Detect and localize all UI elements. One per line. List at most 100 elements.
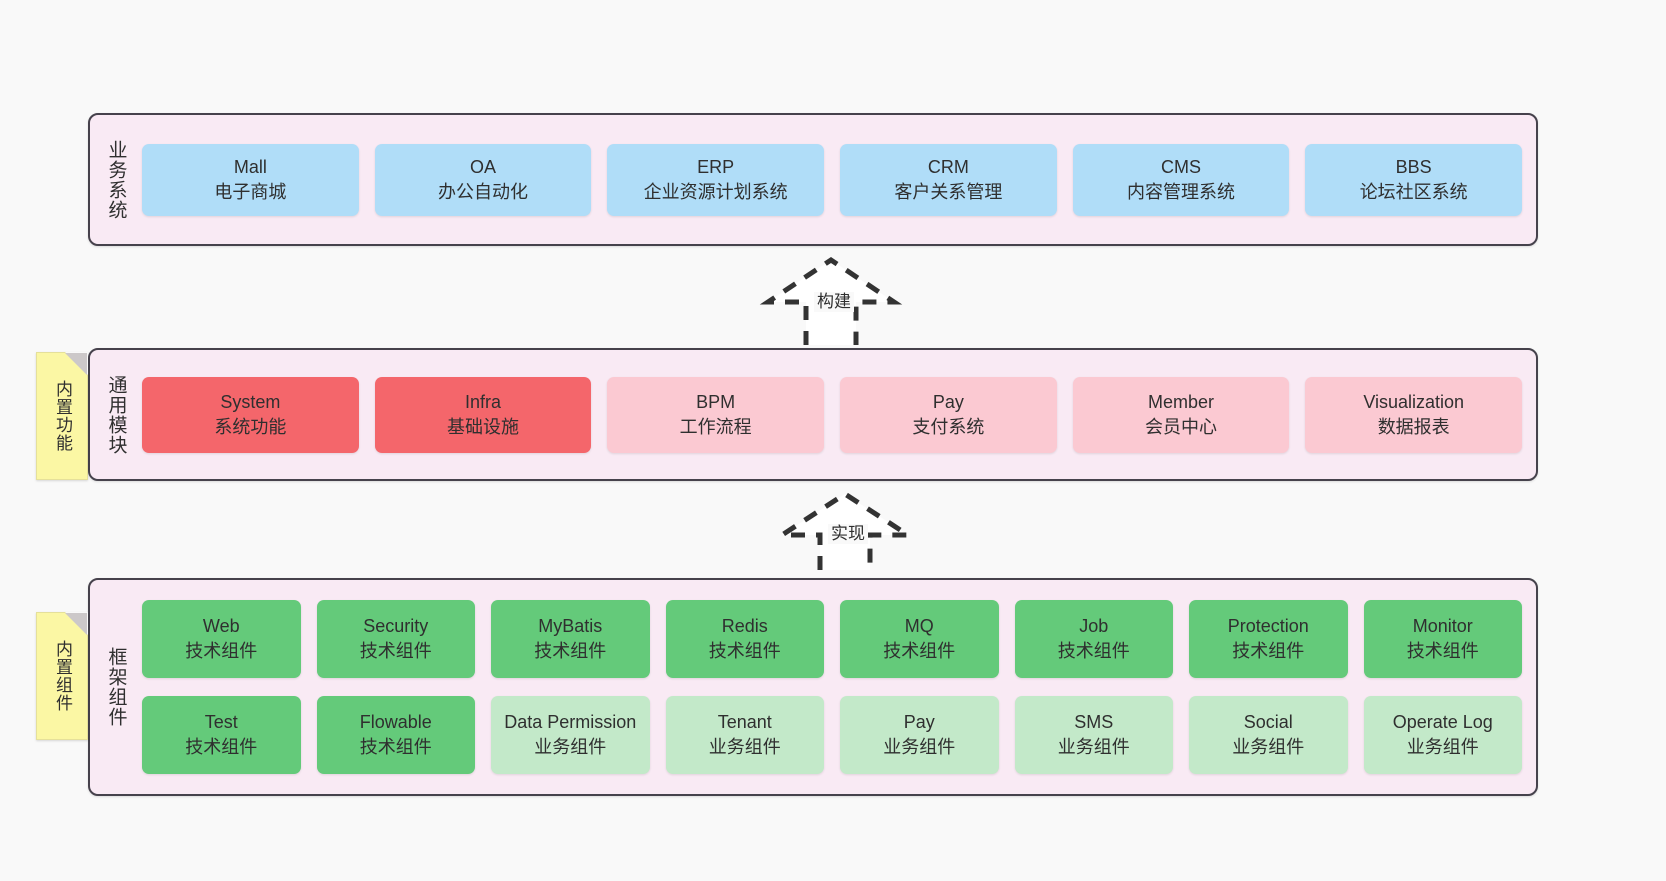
node-tenant[interactable]: Tenant 业务组件: [665, 696, 824, 774]
node-erp-en: ERP: [697, 156, 735, 177]
node-data-permission-cn: 业务组件: [534, 737, 607, 757]
node-operate-log-en: Operate Log: [1392, 712, 1493, 732]
node-oa[interactable]: OA 办公自动化: [374, 143, 592, 216]
node-flowable-cn: 技术组件: [359, 737, 432, 757]
node-redis[interactable]: Redis 技术组件: [665, 600, 824, 678]
node-flowable[interactable]: Flowable 技术组件: [316, 696, 475, 774]
node-bbs-en: BBS: [1395, 156, 1432, 177]
node-redis-cn: 技术组件: [708, 641, 781, 661]
layer-business-system-title: 业务系统: [105, 139, 127, 220]
node-system-en: System: [220, 391, 281, 412]
node-monitor[interactable]: Monitor 技术组件: [1363, 600, 1522, 678]
node-visualization-en: Visualization: [1363, 391, 1465, 412]
node-test-en: Test: [204, 712, 238, 732]
node-mall[interactable]: Mall 电子商城: [142, 143, 359, 216]
node-mq[interactable]: MQ 技术组件: [840, 600, 999, 678]
node-member-en: Member: [1148, 391, 1215, 412]
layer-framework-component[interactable]: 框架组件 Web 技术组件 Security 技术组件 MyBatis 技术组件…: [88, 578, 1538, 796]
node-security[interactable]: Security 技术组件: [316, 600, 475, 678]
framework-tech-row: Web 技术组件 Security 技术组件 MyBatis 技术组件 Redi…: [142, 600, 1522, 678]
node-tenant-cn: 业务组件: [708, 737, 781, 757]
node-data-permission[interactable]: Data Permission 业务组件: [491, 696, 650, 774]
note-builtin-component-label: 内置组件: [53, 640, 72, 712]
node-pay-component-cn: 业务组件: [883, 737, 956, 757]
note-builtin-function-label: 内置功能: [53, 380, 72, 452]
node-monitor-en: Monitor: [1412, 616, 1473, 636]
layer-framework-component-body: Web 技术组件 Security 技术组件 MyBatis 技术组件 Redi…: [142, 580, 1536, 794]
node-operate-log-cn: 业务组件: [1406, 737, 1479, 757]
node-member[interactable]: Member 会员中心: [1072, 376, 1290, 453]
node-mybatis-cn: 技术组件: [534, 641, 607, 661]
node-pay-module-cn: 支付系统: [912, 416, 985, 437]
node-data-permission-en: Data Permission: [504, 712, 637, 732]
node-mybatis-en: MyBatis: [538, 616, 603, 636]
node-visualization[interactable]: Visualization 数据报表: [1305, 376, 1523, 453]
node-tenant-en: Tenant: [717, 712, 772, 732]
framework-business-row: Test 技术组件 Flowable 技术组件 Data Permission …: [142, 696, 1522, 774]
layer-common-module-body: System 系统功能 Infra 基础设施 BPM 工作流程 Pay 支付系统…: [142, 350, 1536, 479]
node-oa-en: OA: [470, 156, 497, 177]
node-crm[interactable]: CRM 客户关系管理: [840, 143, 1057, 216]
node-security-cn: 技术组件: [359, 641, 432, 661]
node-mall-cn: 电子商城: [214, 181, 287, 202]
node-protection-cn: 技术组件: [1232, 641, 1305, 661]
node-job-cn: 技术组件: [1057, 641, 1130, 661]
arrow-implement: 实现: [770, 490, 920, 570]
layer-common-module[interactable]: 通用模块 System 系统功能 Infra 基础设施 BPM 工作流程 Pay…: [88, 348, 1538, 481]
arrow-build-label: 构建: [814, 292, 854, 312]
layer-business-system-body: Mall 电子商城 OA 办公自动化 ERP 企业资源计划系统 CRM 客户关系…: [142, 115, 1536, 244]
node-mq-cn: 技术组件: [883, 641, 956, 661]
node-web-en: Web: [202, 616, 240, 636]
note-builtin-function[interactable]: 内置功能: [36, 352, 88, 480]
node-bbs-cn: 论坛社区系统: [1359, 181, 1468, 202]
node-pay-module[interactable]: Pay 支付系统: [840, 376, 1057, 453]
node-bpm-cn: 工作流程: [679, 416, 752, 437]
node-infra-cn: 基础设施: [447, 416, 519, 437]
module-node-row: System 系统功能 Infra 基础设施 BPM 工作流程 Pay 支付系统…: [142, 376, 1523, 453]
layer-business-system[interactable]: 业务系统 Mall 电子商城 OA 办公自动化 ERP 企业资源计划系统 CRM…: [88, 113, 1538, 246]
layer-framework-component-title: 框架组件: [105, 647, 127, 727]
node-monitor-cn: 技术组件: [1406, 641, 1479, 661]
node-infra-en: Infra: [464, 391, 502, 412]
node-redis-en: Redis: [721, 616, 768, 636]
node-visualization-cn: 数据报表: [1377, 416, 1450, 437]
node-web[interactable]: Web 技术组件: [142, 600, 301, 678]
note-builtin-component[interactable]: 内置组件: [36, 612, 88, 740]
node-social[interactable]: Social 业务组件: [1189, 696, 1348, 774]
node-sms[interactable]: SMS 业务组件: [1014, 696, 1173, 774]
node-job[interactable]: Job 技术组件: [1014, 600, 1173, 678]
node-mybatis[interactable]: MyBatis 技术组件: [491, 600, 650, 678]
node-mq-en: MQ: [904, 616, 934, 636]
node-bbs[interactable]: BBS 论坛社区系统: [1305, 143, 1523, 216]
node-test[interactable]: Test 技术组件: [142, 696, 301, 774]
node-protection[interactable]: Protection 技术组件: [1189, 600, 1348, 678]
node-pay-component[interactable]: Pay 业务组件: [840, 696, 999, 774]
node-operate-log[interactable]: Operate Log 业务组件: [1363, 696, 1522, 774]
arrow-implement-label: 实现: [828, 524, 868, 544]
node-cms-en: CMS: [1161, 156, 1202, 177]
node-system[interactable]: System 系统功能: [142, 376, 359, 453]
node-oa-cn: 办公自动化: [438, 181, 528, 202]
node-infra[interactable]: Infra 基础设施: [374, 376, 592, 453]
node-bpm[interactable]: BPM 工作流程: [607, 376, 825, 453]
node-cms-cn: 内容管理系统: [1127, 181, 1236, 202]
node-mall-en: Mall: [233, 156, 267, 177]
node-pay-module-en: Pay: [932, 391, 964, 412]
node-security-en: Security: [363, 616, 429, 636]
node-member-cn: 会员中心: [1145, 416, 1218, 437]
node-web-cn: 技术组件: [185, 641, 258, 661]
node-social-en: Social: [1243, 712, 1293, 732]
node-system-cn: 系统功能: [214, 416, 287, 437]
node-social-cn: 业务组件: [1232, 737, 1305, 757]
layer-common-module-title: 通用模块: [105, 374, 127, 455]
node-job-en: Job: [1079, 616, 1109, 636]
node-erp-cn: 企业资源计划系统: [643, 181, 788, 202]
node-pay-component-en: Pay: [903, 712, 935, 732]
arrow-build: 构建: [756, 255, 906, 345]
node-protection-en: Protection: [1227, 616, 1309, 636]
node-crm-en: CRM: [927, 156, 969, 177]
node-cms[interactable]: CMS 内容管理系统: [1072, 143, 1290, 216]
node-bpm-en: BPM: [696, 391, 736, 412]
node-erp[interactable]: ERP 企业资源计划系统: [607, 143, 825, 216]
